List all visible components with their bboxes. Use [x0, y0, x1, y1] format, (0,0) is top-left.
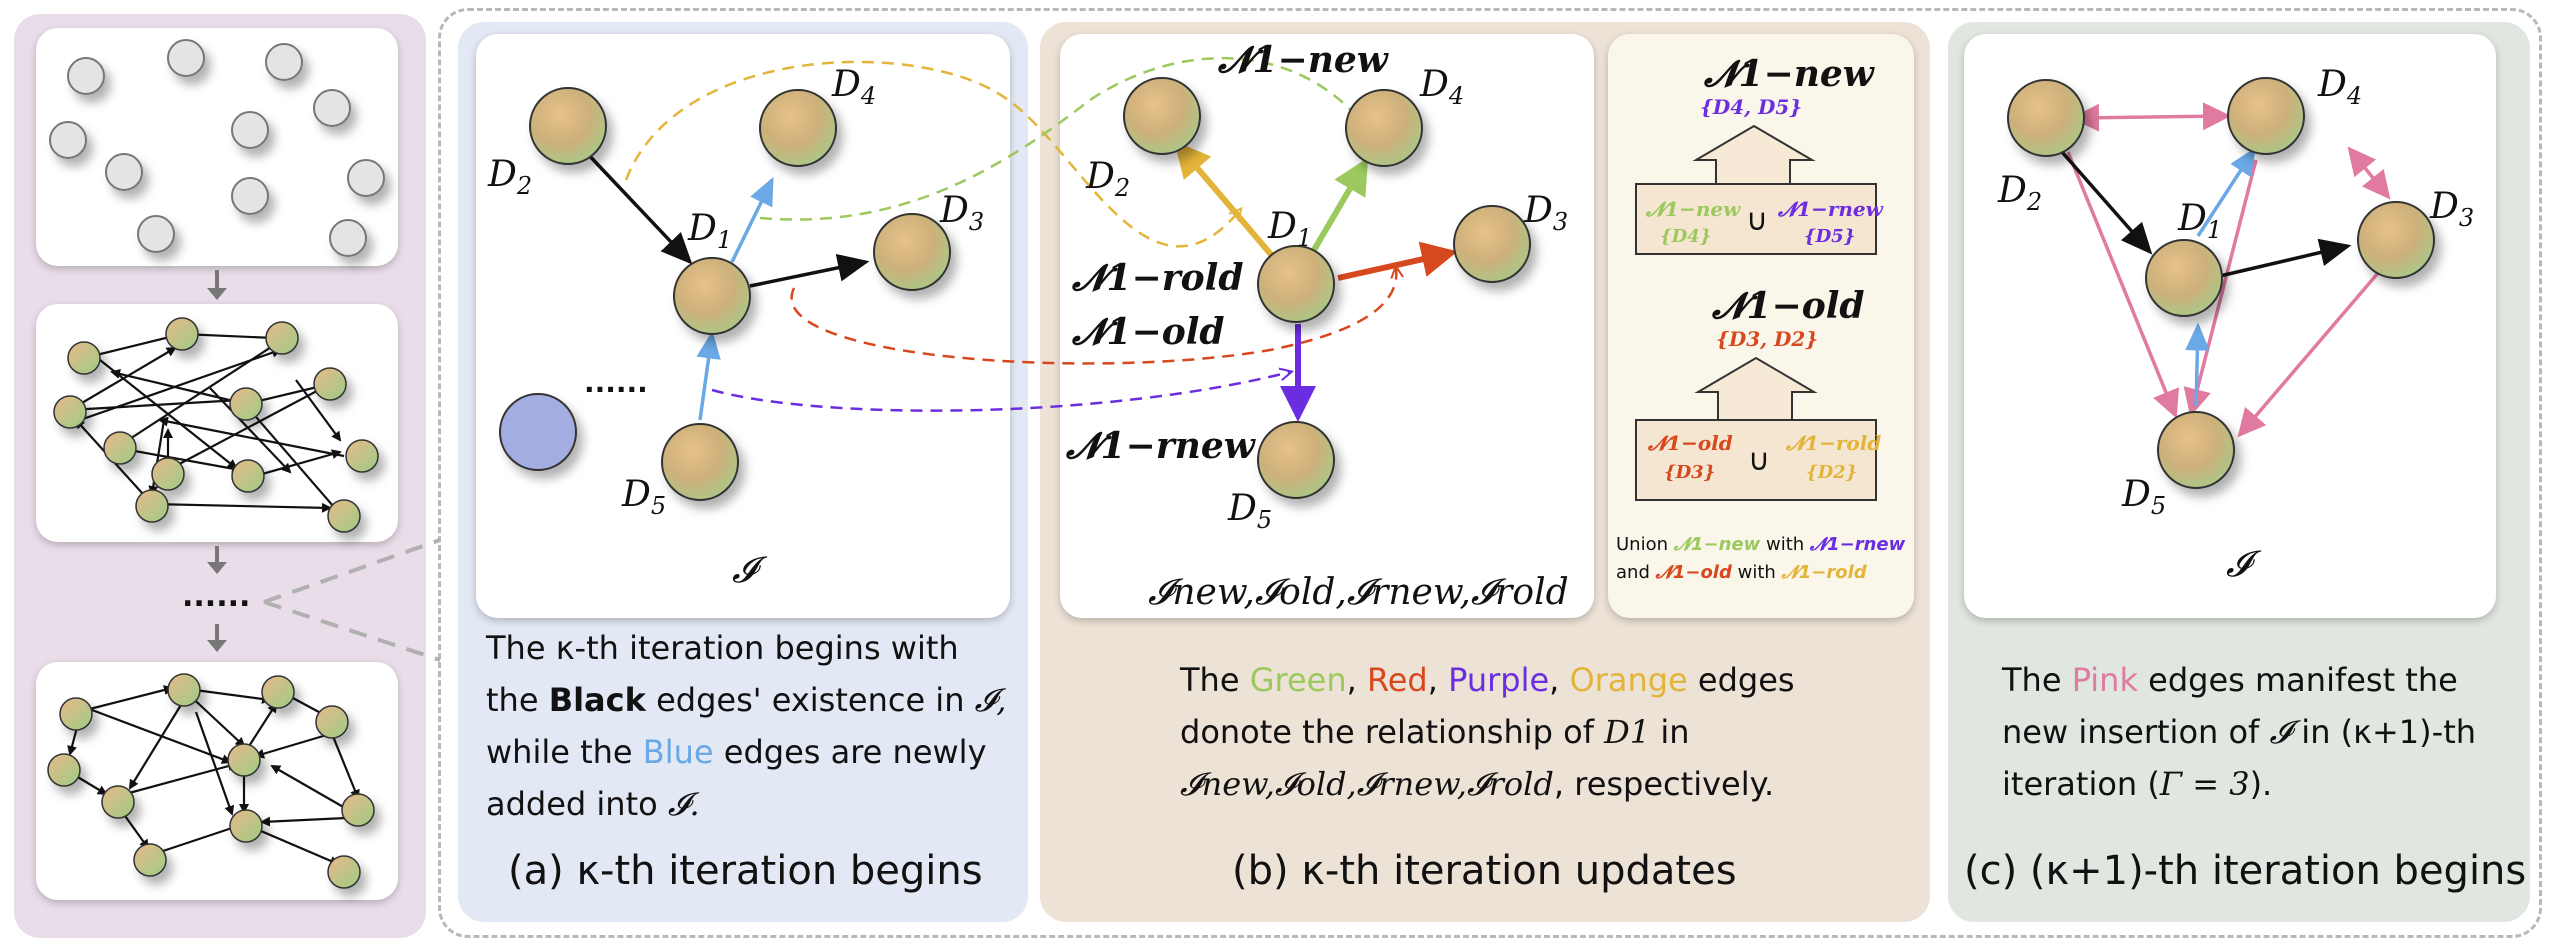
panel-b-graph: D2 D4 D1 D3 D5 𝓝1−new 𝓝1−rold 𝓝1−old 𝓝1−…	[1065, 39, 1569, 613]
svg-text:{D5}: {D5}	[1804, 226, 1855, 247]
svg-text:D1: D1	[2177, 198, 2222, 244]
panel-a-graph-label: 𝓘	[732, 550, 768, 591]
union-diagram: 𝓝1−new {D4, D5} 𝓝1−new {D4} ∪ 𝓝1−rnew {D…	[1616, 53, 1906, 583]
main-dashed-frame	[438, 8, 2542, 938]
svg-text:𝓝1−old: 𝓝1−old	[1647, 431, 1733, 455]
edge-d1-d3	[749, 253, 870, 288]
panel-b-graph-label: 𝓘new,𝓘old,𝓘rnew,𝓘rold	[1148, 572, 1569, 613]
svg-text:D3: D3	[939, 190, 984, 236]
panel-a-graph: D2 D4 D1 D3 D5 ...... 𝓘	[487, 57, 1397, 591]
sidebar-ellipsis: ......	[182, 579, 250, 614]
svg-text:D5: D5	[621, 474, 666, 520]
panel-c-caption: (c) (κ+1)-th iteration begins	[1964, 848, 2527, 894]
label-n1-old: 𝓝1−old	[1071, 311, 1225, 353]
svg-text:Union 𝓝1−new with 𝓝1−rnew: Union 𝓝1−new with 𝓝1−rnew	[1616, 534, 1906, 555]
edge-d1-d4	[730, 176, 774, 263]
svg-text:D5: D5	[2121, 474, 2166, 520]
svg-text:D5: D5	[1227, 488, 1272, 534]
svg-text:𝓝1−rnew: 𝓝1−rnew	[1777, 197, 1884, 221]
svg-text:𝓝1−rold: 𝓝1−rold	[1785, 431, 1881, 455]
svg-text:D1: D1	[1267, 206, 1312, 252]
svg-text:D4: D4	[831, 64, 876, 110]
svg-text:{D3, D2}: {D3, D2}	[1716, 327, 1818, 351]
svg-text:𝓝1−new: 𝓝1−new	[1645, 197, 1741, 221]
svg-text:D2: D2	[1085, 156, 1130, 202]
label-n1-rold: 𝓝1−rold	[1071, 257, 1244, 299]
svg-text:∪: ∪	[1746, 203, 1768, 238]
sidebar-final-graph	[47, 673, 375, 889]
svg-text:and 𝓝1−old with 𝓝1−rold: and 𝓝1−old with 𝓝1−rold	[1616, 562, 1868, 583]
svg-text:𝓝1−old: 𝓝1−old	[1711, 285, 1865, 327]
svg-text:D3: D3	[1523, 190, 1568, 236]
panel-c-description: The Pink edges manifest the new insertio…	[2002, 661, 2477, 803]
svg-text:D4: D4	[1419, 64, 1464, 110]
svg-text:D1: D1	[687, 208, 732, 254]
svg-text:D2: D2	[1997, 170, 2042, 216]
label-n1-new: 𝓝1−new	[1217, 39, 1390, 81]
svg-text:𝓝1−new: 𝓝1−new	[1703, 53, 1876, 95]
svg-text:{D4, D5}: {D4, D5}	[1700, 95, 1802, 119]
edge-d2-d1	[582, 148, 693, 265]
edge-green-dashed	[759, 57, 1368, 221]
svg-text:D4: D4	[2317, 64, 2362, 110]
zoom-guide-lines	[263, 538, 441, 662]
edge-purple-dashed	[711, 372, 1290, 412]
svg-text:{D4}: {D4}	[1660, 226, 1711, 247]
panel-a-description: The κ-th iteration begins with the Black…	[486, 629, 1007, 823]
panel-b-caption: (b) κ-th iteration updates	[1232, 848, 1737, 894]
sidebar-initial-nodes	[49, 39, 385, 257]
edge-d5-d1	[696, 330, 721, 421]
svg-text:{D2}: {D2}	[1806, 462, 1857, 483]
svg-text:D2: D2	[487, 154, 532, 200]
panel-b-description: The Green, Red, Purple, Orange edges don…	[1180, 661, 1795, 803]
edge-red-dashed	[790, 268, 1397, 365]
sidebar-flow-arrows	[207, 270, 227, 652]
panel-a-ellipsis: ......	[584, 366, 648, 399]
panel-c-graph-label: 𝓘	[2226, 544, 2262, 585]
sidebar-dense-graph	[53, 317, 379, 533]
panel-a-caption: (a) κ-th iteration begins	[508, 848, 983, 894]
panel-c-graph: D2 D4 D1 D3 D5 𝓘	[1997, 64, 2474, 585]
svg-text:D3: D3	[2429, 186, 2474, 232]
svg-text:∪: ∪	[1748, 443, 1770, 478]
label-n1-rnew: 𝓝1−rnew	[1065, 425, 1257, 467]
svg-text:{D3}: {D3}	[1664, 462, 1715, 483]
